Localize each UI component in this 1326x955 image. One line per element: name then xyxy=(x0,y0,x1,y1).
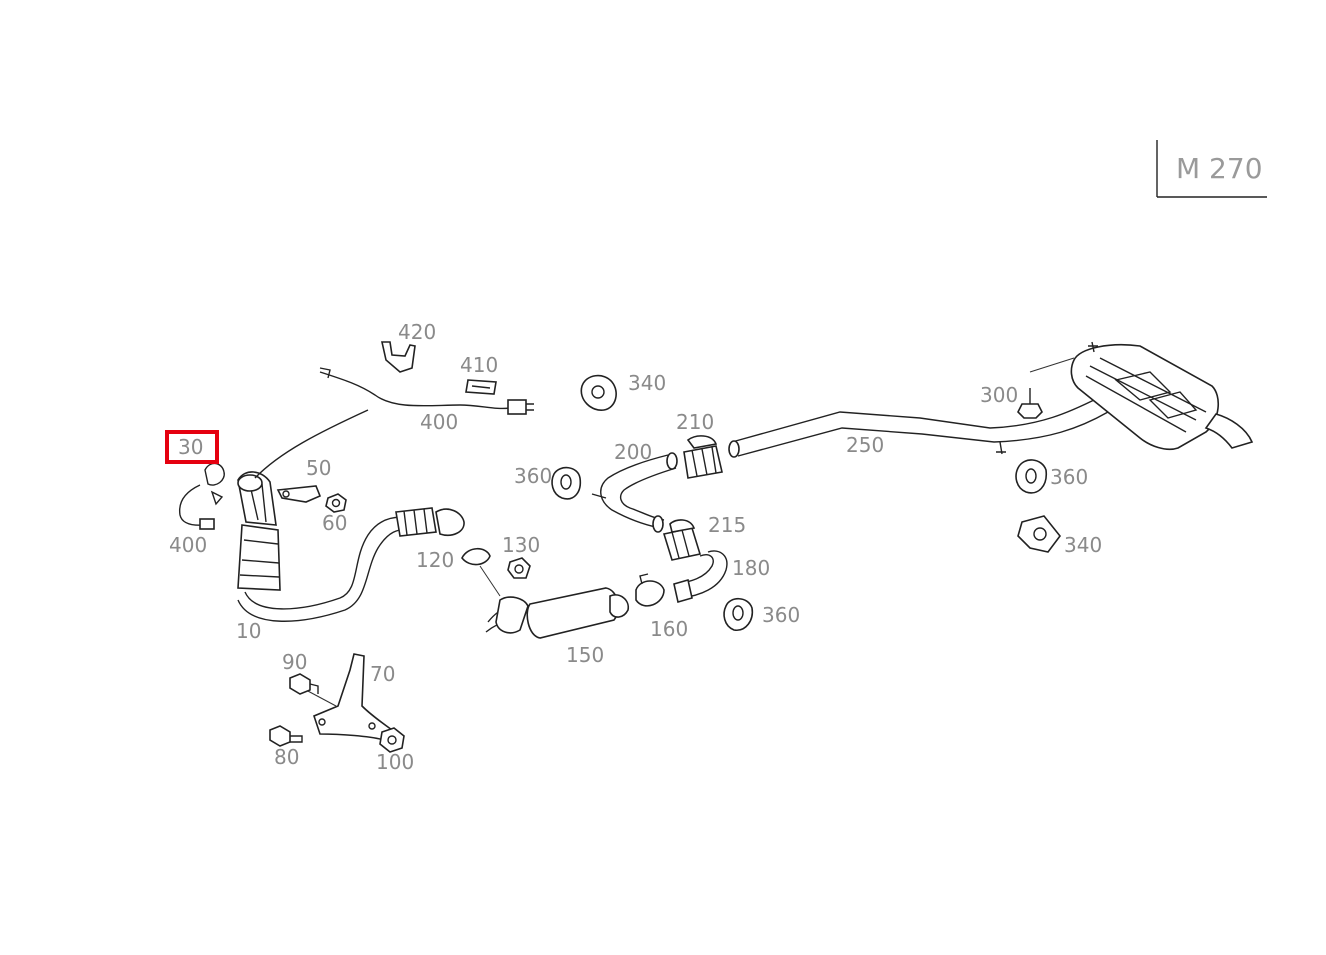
callout-400-left[interactable]: 400 xyxy=(169,533,207,557)
callout-90[interactable]: 90 xyxy=(282,650,307,674)
part-90-bolt[interactable] xyxy=(289,673,319,695)
callout-150[interactable]: 150 xyxy=(566,643,604,667)
callout-215[interactable]: 215 xyxy=(708,513,746,537)
part-210-clamp[interactable] xyxy=(683,435,723,479)
part-250-rear-pipe[interactable] xyxy=(728,397,1109,458)
callout-120[interactable]: 120 xyxy=(416,548,454,572)
part-160-clamp[interactable] xyxy=(635,573,665,607)
engine-code-label: M 270 xyxy=(1176,152,1263,185)
part-300-bolt[interactable] xyxy=(1017,388,1043,419)
part-360-mount-b[interactable] xyxy=(1015,459,1048,494)
callout-410[interactable]: 410 xyxy=(460,353,498,377)
part-400-oxygen-sensor-upper[interactable] xyxy=(254,367,534,479)
engine-code-box: M 270 xyxy=(1156,140,1267,198)
part-50-bracket[interactable] xyxy=(276,485,322,503)
callout-180[interactable]: 180 xyxy=(732,556,770,580)
callout-360-b[interactable]: 360 xyxy=(1050,465,1088,489)
callout-160[interactable]: 160 xyxy=(650,617,688,641)
callout-80[interactable]: 80 xyxy=(274,745,299,769)
callout-210[interactable]: 210 xyxy=(676,410,714,434)
part-340-hanger-lower[interactable] xyxy=(1017,515,1062,553)
callout-420[interactable]: 420 xyxy=(398,320,436,344)
callout-30[interactable]: 30 xyxy=(178,435,203,459)
part-360-mount-a[interactable] xyxy=(551,466,582,500)
callout-100[interactable]: 100 xyxy=(376,750,414,774)
callout-130[interactable]: 130 xyxy=(502,533,540,557)
part-300-rear-muffler[interactable] xyxy=(1029,341,1254,451)
part-10-front-pipe[interactable] xyxy=(237,471,465,622)
callout-360-c[interactable]: 360 xyxy=(762,603,800,627)
callout-340-lower[interactable]: 340 xyxy=(1064,533,1102,557)
callout-60[interactable]: 60 xyxy=(322,511,347,535)
part-215-clamp[interactable] xyxy=(662,519,702,561)
part-80-bolt[interactable] xyxy=(269,725,303,747)
part-420-clip[interactable] xyxy=(381,341,416,373)
part-60-nut[interactable] xyxy=(325,493,347,513)
part-400-oxygen-sensor-left[interactable] xyxy=(178,462,225,530)
part-150-middle-muffler[interactable] xyxy=(485,587,630,639)
part-200-pipe[interactable] xyxy=(591,452,678,533)
callout-340-upper[interactable]: 340 xyxy=(628,371,666,395)
callout-50[interactable]: 50 xyxy=(306,456,331,480)
highlight-box-part-30 xyxy=(165,430,219,464)
callout-200[interactable]: 200 xyxy=(614,440,652,464)
part-130-nut[interactable] xyxy=(507,557,531,579)
callout-250[interactable]: 250 xyxy=(846,433,884,457)
callout-360-a[interactable]: 360 xyxy=(514,464,552,488)
part-360-mount-c[interactable] xyxy=(723,597,754,631)
part-180-pipe[interactable] xyxy=(673,550,728,604)
part-340-hanger-upper[interactable] xyxy=(580,374,617,411)
part-100-nut[interactable] xyxy=(379,727,405,753)
part-410-holder[interactable] xyxy=(465,379,497,395)
callout-400-upper[interactable]: 400 xyxy=(420,410,458,434)
callout-300[interactable]: 300 xyxy=(980,383,1018,407)
callout-labels: 420 410 400 340 30 50 60 400 10 360 200 … xyxy=(169,320,1102,774)
callout-10[interactable]: 10 xyxy=(236,619,261,643)
callout-70[interactable]: 70 xyxy=(370,662,395,686)
part-120-clamp[interactable] xyxy=(461,547,501,597)
